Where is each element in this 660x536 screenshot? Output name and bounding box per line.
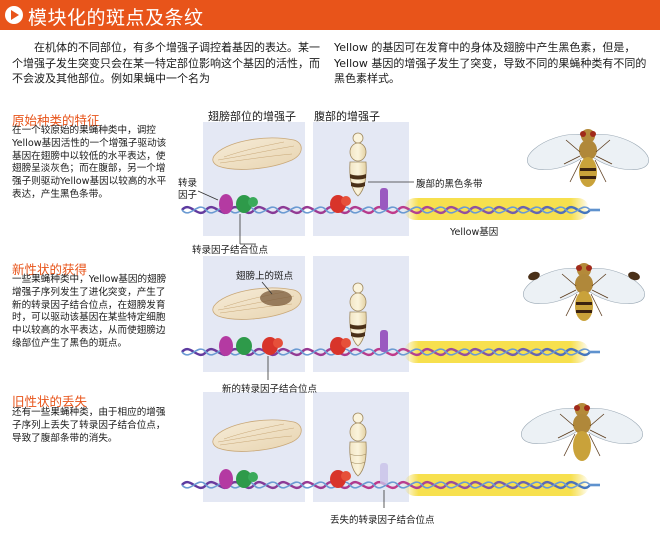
column-label-wing: 翅膀部位的增强子	[208, 110, 296, 123]
callout-wing-spot: 翅膀上的斑点	[236, 271, 294, 282]
page-title: 模块化的斑点及条纹	[28, 7, 204, 29]
section-text-gain: 一些果蝇种类中，Yellow基因的翅膀增强子序列发生了进化突变，产生了新的转录因…	[12, 274, 167, 349]
tf-cluster-wing-1	[219, 194, 258, 214]
intro-right: Yellow 的基因可在发育中的身体及翅膀中产生黑色素，但是，Yellow 基因…	[334, 41, 647, 85]
wing-plain-3	[212, 419, 302, 452]
body-unbanded	[349, 412, 367, 477]
section-text-loss: 还有一些果蝇种类，由于相应的增强子序列上丢失了转录因子结合位点，导致了腹部条带的…	[12, 407, 166, 444]
wing-plain	[212, 137, 302, 170]
row-1-graphics	[181, 126, 654, 245]
fly-3	[516, 400, 648, 462]
callout-new-site: 新的转录因子结合位点	[222, 384, 318, 395]
intro-left: 在机体的不同部位，有多个增强子调控着基因的表达。某一个增强子发生突变只会在某一特…	[12, 41, 320, 85]
callout-lost-site: 丢失的转录因子结合位点	[330, 515, 435, 526]
tf-cluster-abdomen-1	[330, 188, 388, 213]
wing-spotted	[212, 287, 302, 320]
tf-cluster-wing-2	[219, 336, 283, 356]
body-banded	[349, 132, 367, 197]
play-arrow-icon	[5, 6, 23, 24]
column-label-abdomen: 腹部的增强子	[314, 110, 380, 123]
callout-tf-site: 转录因子结合位点	[192, 245, 269, 256]
body-banded-2	[349, 282, 367, 347]
title-bar: 模块化的斑点及条纹	[0, 0, 660, 30]
section-title-loss: 旧性状的丢失	[12, 394, 88, 409]
fly-2	[518, 260, 650, 322]
row-2-graphics	[181, 260, 650, 380]
tf-cluster-abdomen-3	[330, 463, 388, 488]
callout-abdomen-band: 腹部的黑色条带	[416, 179, 483, 190]
section-text-original: 在一个较原始的果蝇种类中，调控Yellow基因活性的一个增强子驱动该基因在翅膀中…	[12, 125, 167, 200]
callout-gene: Yellow基因	[450, 227, 499, 238]
tf-cluster-abdomen-2	[330, 330, 388, 355]
fly-1	[522, 126, 654, 188]
row-3-graphics	[181, 400, 648, 508]
section-title-gain: 新性状的获得	[12, 262, 88, 277]
tf-cluster-wing-3	[219, 469, 258, 489]
section-title-original: 原始种类的特征	[12, 113, 100, 128]
callout-tf: 转录因子	[178, 178, 198, 201]
